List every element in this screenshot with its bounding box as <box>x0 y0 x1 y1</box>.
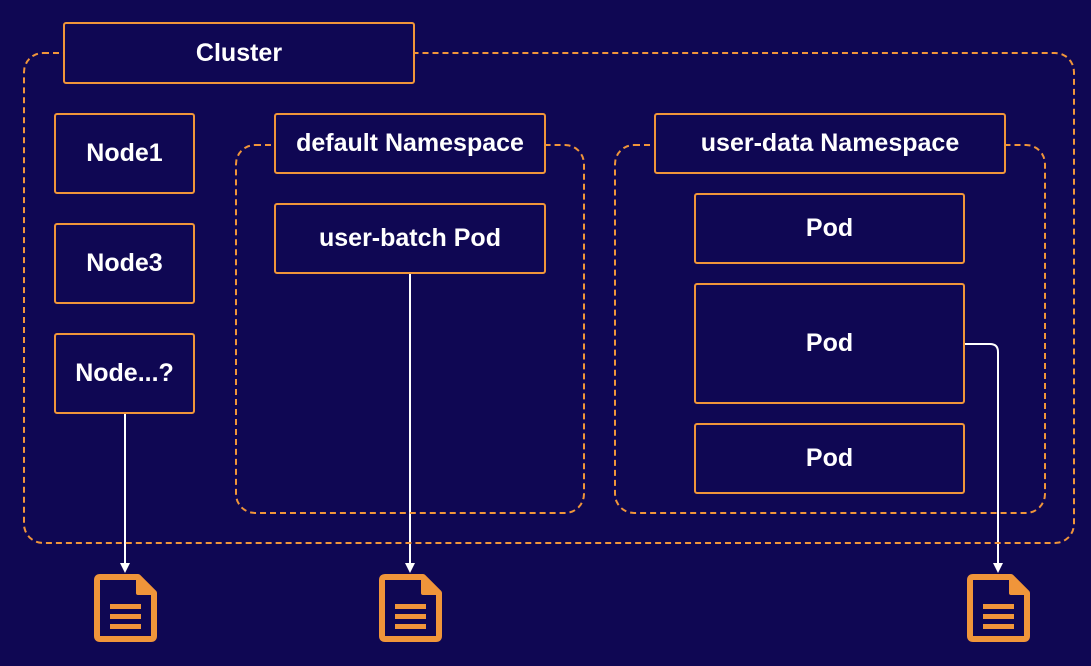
default-namespace-label: default Namespace <box>274 113 546 174</box>
user-data-namespace-label: user-data Namespace <box>654 113 1006 174</box>
cluster-boundary <box>23 52 1075 544</box>
document-icon <box>379 574 442 642</box>
document-icon <box>967 574 1030 642</box>
pod-box: Pod <box>694 283 965 404</box>
node-box: Node...? <box>54 333 195 414</box>
pod-log-arrow <box>965 343 1003 573</box>
document-icon <box>94 574 157 642</box>
pod-box: Pod <box>694 423 965 494</box>
user-batch-pod: user-batch Pod <box>274 203 546 274</box>
pod-box: Pod <box>694 193 965 264</box>
cluster-label: Cluster <box>63 22 415 84</box>
node-box: Node3 <box>54 223 195 304</box>
node-box: Node1 <box>54 113 195 194</box>
default-namespace-boundary <box>235 144 585 514</box>
